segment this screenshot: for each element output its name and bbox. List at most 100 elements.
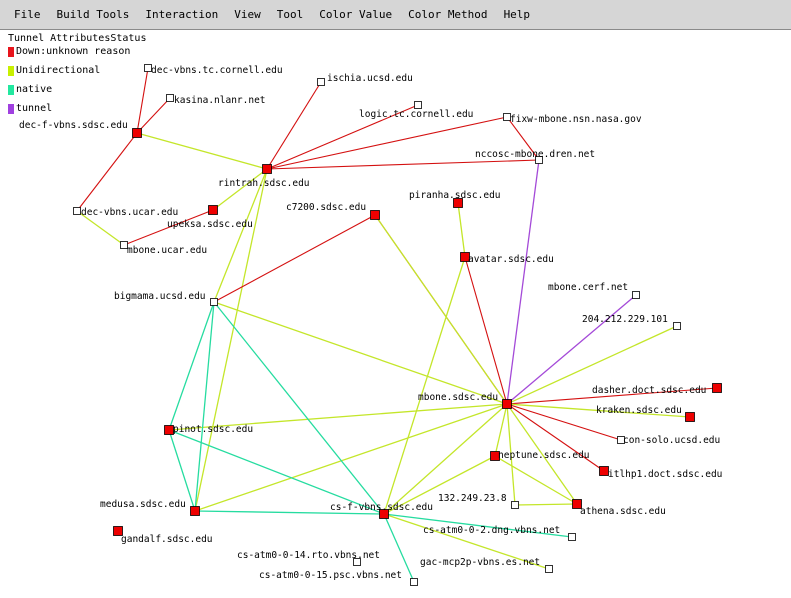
edge-mbone-sdsc-con-solo[interactable] [506,403,622,441]
node-athena[interactable] [572,499,582,509]
menu-interaction[interactable]: Interaction [145,8,219,21]
menu-file[interactable]: File [14,8,41,21]
menu-color-value[interactable]: Color Value [319,8,393,21]
edge-pinot-medusa[interactable] [168,429,196,512]
node-nccosc[interactable] [535,156,543,164]
edge-cs-f-vbns-neptune[interactable] [383,455,496,515]
node-con-solo[interactable] [617,436,625,444]
edge-c7200-bigmama[interactable] [213,214,376,303]
edge-bigmama-pinot[interactable] [168,301,215,431]
edge-rintrah-nccosc[interactable] [266,159,540,170]
node-neptune[interactable] [490,451,500,461]
node-cs-f-vbns[interactable] [379,509,389,519]
legend-item: Unidirectional [8,64,146,83]
edge-bigmama-medusa[interactable] [194,301,215,512]
node-gandalf[interactable] [113,526,123,536]
menu-tool[interactable]: Tool [276,8,304,21]
edge-mbone-cerf-mbone-sdsc[interactable] [506,294,637,405]
edge-mbone-sdsc-bigmama[interactable] [213,301,508,405]
edge-mbone-sdsc-kraken[interactable] [506,403,691,418]
edge-mbone-ucar-upeksa[interactable] [123,209,214,246]
node-upeksa[interactable] [208,205,218,215]
edge-cs-f-vbns-gac-mcp2p[interactable] [383,513,550,570]
node-label-ip-132: 132.249.23.8 [438,493,507,504]
edge-dec-f-vbns-dec-vbns-cornell[interactable] [136,67,149,134]
node-gac-mcp2p[interactable] [545,565,553,573]
node-dasher[interactable] [712,383,722,393]
node-bigmama[interactable] [210,298,218,306]
edge-dec-f-vbns-kasina[interactable] [136,97,171,134]
legend-item: tunnel [8,102,146,121]
node-label-nccosc: nccosc-mbone.dren.net [475,149,595,160]
edge-neptune-athena[interactable] [494,455,578,505]
node-ischia[interactable] [317,78,325,86]
edge-mbone-sdsc-ip-204[interactable] [506,325,678,405]
edge-rintrah-fixw[interactable] [266,116,508,170]
node-avatar[interactable] [460,252,470,262]
node-c7200[interactable] [370,210,380,220]
edge-mbone-sdsc-neptune[interactable] [494,403,508,457]
edge-avatar-mbone-sdsc[interactable] [464,256,508,405]
node-cs-atm-psc[interactable] [410,578,418,586]
edge-mbone-sdsc-medusa[interactable] [194,403,508,512]
node-label-kasina: kasina.nlanr.net [174,95,266,106]
menu-build-tools[interactable]: Build Tools [56,8,130,21]
node-kasina[interactable] [166,94,174,102]
node-cs-atm-dng[interactable] [568,533,576,541]
menu-help[interactable]: Help [503,8,531,21]
edge-rintrah-upeksa[interactable] [212,168,268,211]
edge-dec-f-vbns-dec-vbns-ucar[interactable] [76,132,138,212]
node-itlhp1[interactable] [599,466,609,476]
node-mbone-cerf[interactable] [632,291,640,299]
edge-rintrah-medusa[interactable] [194,168,268,512]
edge-ip-132-athena[interactable] [514,503,578,506]
legend-swatch [8,104,14,114]
nodes-layer [73,64,722,586]
edge-nccosc-mbone-sdsc[interactable] [506,159,540,405]
node-pinot[interactable] [164,425,174,435]
node-label-logic: logic.tc.cornell.edu [359,109,473,120]
node-cs-atm-rto[interactable] [353,558,361,566]
edge-medusa-cs-f-vbns[interactable] [194,510,385,515]
node-medusa[interactable] [190,506,200,516]
node-label-dec-f-vbns: dec-f-vbns.sdsc.edu [19,120,128,131]
node-dec-vbns-cornell[interactable] [144,64,152,72]
node-ip-132[interactable] [511,501,519,509]
edge-piranha-avatar[interactable] [457,202,466,258]
node-kraken[interactable] [685,412,695,422]
node-dec-vbns-ucar[interactable] [73,207,81,215]
node-mbone-ucar[interactable] [120,241,128,249]
edge-cs-f-vbns-cs-atm-dng[interactable] [383,513,573,538]
node-fixw[interactable] [503,113,511,121]
legend-label: Down:unknown reason [16,46,131,57]
node-dec-f-vbns[interactable] [132,128,142,138]
edge-mbone-sdsc-pinot[interactable] [168,403,508,431]
node-mbone-sdsc[interactable] [502,399,512,409]
edge-mbone-sdsc-ip-132[interactable] [506,403,516,506]
node-ip-204[interactable] [673,322,681,330]
edge-rintrah-logic[interactable] [266,104,419,170]
node-label-itlhp1: itlhp1.doct.sdsc.edu [608,469,722,480]
node-label-mbone-cerf: mbone.cerf.net [548,282,628,293]
edge-fixw-nccosc[interactable] [506,116,540,161]
node-logic[interactable] [414,101,422,109]
edge-mbone-sdsc-dasher[interactable] [506,387,718,405]
edge-cs-f-vbns-cs-atm-psc[interactable] [383,513,415,583]
edge-mbone-sdsc-athena[interactable] [506,403,578,505]
node-label-neptune: neptune.sdsc.edu [498,450,590,461]
node-rintrah[interactable] [262,164,272,174]
menu-color-method[interactable]: Color Method [408,8,488,21]
edge-dec-f-vbns-rintrah[interactable] [136,132,268,170]
edge-rintrah-ischia[interactable] [266,81,322,170]
edge-avatar-cs-f-vbns[interactable] [383,256,466,515]
edge-mbone-sdsc-c7200[interactable] [374,214,508,405]
edge-dec-vbns-ucar-mbone-ucar[interactable] [76,210,125,246]
edge-bigmama-cs-f-vbns[interactable] [213,301,385,515]
edge-rintrah-bigmama[interactable] [213,168,268,303]
edge-pinot-cs-f-vbns[interactable] [168,429,385,515]
node-piranha[interactable] [453,198,463,208]
edge-mbone-sdsc-cs-f-vbns[interactable] [383,403,508,515]
menu-view[interactable]: View [234,8,261,21]
edge-mbone-sdsc-itlhp1[interactable] [506,403,605,472]
